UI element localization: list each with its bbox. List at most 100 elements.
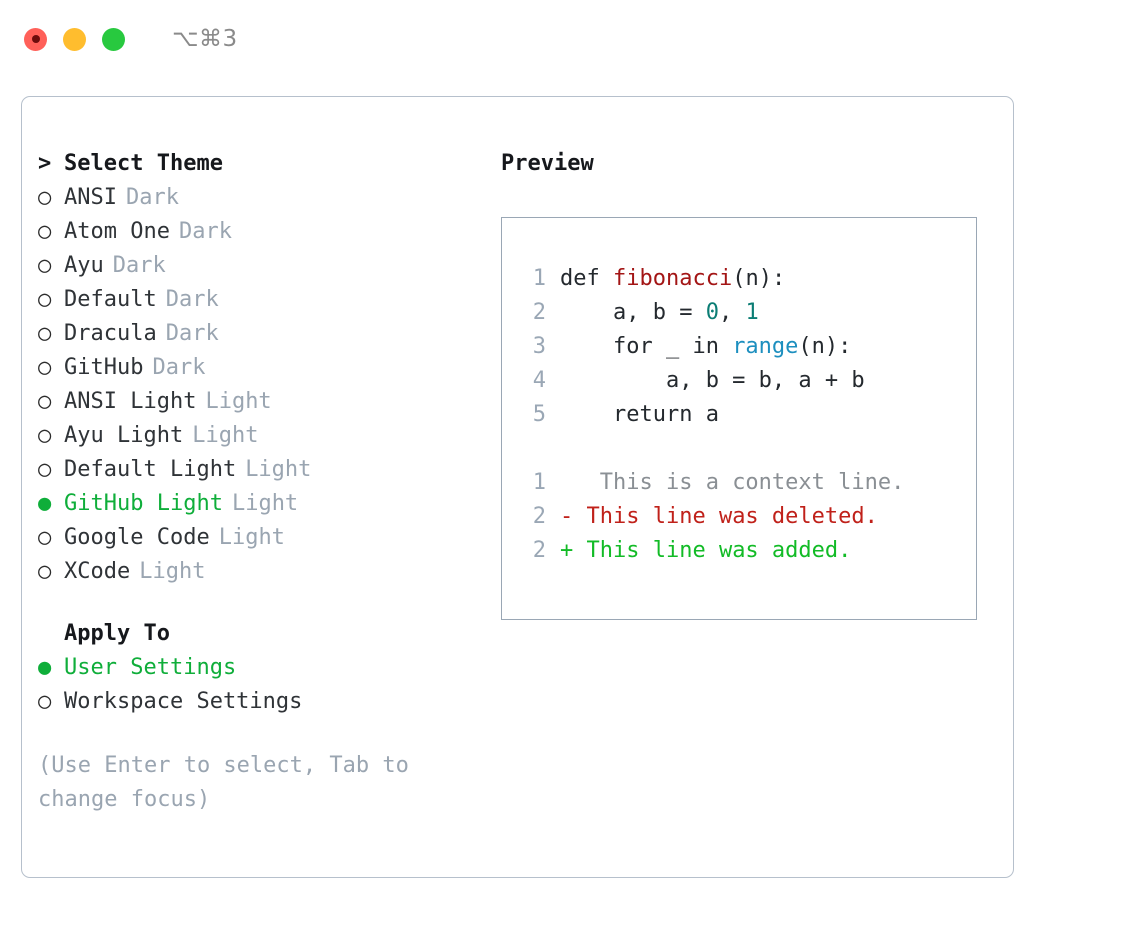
theme-option-label: Ayu Light (64, 423, 184, 448)
keyboard-shortcut-label: ⌥⌘3 (172, 26, 238, 52)
theme-option-github[interactable]: ○ GitHub Dark (38, 351, 488, 385)
line-number: 2 (532, 300, 546, 325)
theme-variant-tag: Dark (152, 355, 206, 380)
theme-option-default[interactable]: ○ Default Dark (38, 283, 488, 317)
radio-unselected-icon: ○ (38, 689, 52, 714)
theme-option-google-code[interactable]: ○ Google Code Light (38, 521, 488, 555)
theme-variant-tag: Dark (125, 185, 179, 210)
radio-unselected-icon: ○ (38, 287, 52, 312)
theme-variant-tag: Light (192, 423, 259, 448)
apply-to-option-workspace-settings[interactable]: ○ Workspace Settings (38, 685, 488, 719)
code-token: fibonacci (612, 266, 733, 291)
radio-unselected-icon: ○ (38, 389, 52, 414)
code-token: (n): (732, 266, 786, 291)
code-token: for _ in (560, 334, 733, 359)
maximize-button[interactable] (102, 27, 125, 51)
radio-unselected-icon: ○ (38, 355, 52, 380)
prompt-caret-icon: > (38, 151, 52, 176)
theme-option-label: Default Light (64, 457, 237, 482)
apply-to-list: ● User Settings ○ Workspace Settings (38, 651, 488, 719)
radio-unselected-icon: ○ (38, 559, 52, 584)
code-token: def (560, 266, 613, 291)
diff-sample: 1 This is a context line.2- This line wa… (520, 466, 976, 568)
code-line-text: return a (560, 398, 719, 432)
diff-line-text: This line was added. (573, 538, 852, 563)
code-line: 5 return a (520, 398, 976, 432)
diff-line-text: This is a context line. (573, 470, 905, 495)
radio-unselected-icon: ○ (38, 423, 52, 448)
theme-option-label: Atom One (64, 219, 170, 244)
theme-variant-tag: Light (245, 457, 312, 482)
radio-unselected-icon: ○ (38, 219, 52, 244)
line-number: 2 (532, 504, 546, 529)
keyboard-hint-text: (Use Enter to select, Tab to change focu… (38, 753, 409, 812)
select-theme-heading-label: Select Theme (64, 151, 223, 176)
code-line-text: def fibonacci(n): (560, 262, 785, 296)
preview-title: Preview (501, 151, 594, 176)
code-line-text: a, b = b, a + b (560, 364, 865, 398)
line-number: 3 (532, 334, 546, 359)
theme-option-label: Google Code (64, 525, 210, 550)
theme-option-label: Ayu (64, 253, 104, 278)
radio-unselected-icon: ○ (38, 185, 52, 210)
radio-unselected-icon: ○ (38, 525, 52, 550)
code-line-text: for _ in range(n): (560, 330, 851, 364)
line-number: 2 (532, 538, 546, 563)
apply-to-option-user-settings[interactable]: ● User Settings (38, 651, 488, 685)
select-theme-heading: > Select Theme (38, 147, 488, 181)
radio-unselected-icon: ○ (38, 321, 52, 346)
theme-option-ansi-light[interactable]: ○ ANSI Light Light (38, 385, 488, 419)
code-token: a, b = (560, 300, 706, 325)
radio-selected-icon: ● (38, 655, 52, 680)
line-number: 1 (532, 266, 546, 291)
title-bar: ⌥⌘3 (0, 0, 1140, 78)
code-line: 1 def fibonacci(n): (520, 262, 976, 296)
close-button[interactable] (24, 27, 47, 51)
code-line: 2 a, b = 0, 1 (520, 296, 976, 330)
theme-option-ayu-light[interactable]: ○ Ayu Light Light (38, 419, 488, 453)
theme-option-dracula[interactable]: ○ Dracula Dark (38, 317, 488, 351)
code-token: , (718, 300, 746, 325)
diff-line-text: This line was deleted. (573, 504, 878, 529)
theme-variant-tag: Light (231, 491, 299, 516)
theme-option-label: GitHub (64, 355, 144, 380)
code-diff-spacer (520, 432, 976, 466)
apply-to-option-label: Workspace Settings (64, 689, 303, 714)
apply-to-heading-label: Apply To (64, 621, 170, 646)
theme-variant-tag: Light (205, 389, 272, 414)
blank-marker-icon: ○ (38, 617, 64, 651)
radio-unselected-icon: ○ (38, 457, 52, 482)
code-token: (n): (798, 334, 852, 359)
line-number: 5 (532, 402, 546, 427)
section-spacer (38, 589, 488, 617)
apply-to-option-label: User Settings (64, 655, 237, 680)
apply-to-heading: ○ Apply To (38, 617, 488, 651)
diff-sign: - (560, 504, 574, 529)
diff-sign: + (560, 538, 574, 563)
theme-option-label: ANSI Light (64, 389, 197, 414)
code-line-text: a, b = 0, 1 (560, 296, 759, 330)
diff-line-del: 2- This line was deleted. (520, 500, 976, 534)
theme-variant-tag: Light (218, 525, 285, 550)
theme-option-label: Dracula (64, 321, 157, 346)
recording-indicator-icon (31, 35, 40, 43)
theme-variant-tag: Light (139, 559, 206, 584)
line-number: 4 (532, 368, 546, 393)
theme-option-label: Default (64, 287, 157, 312)
theme-option-default-light[interactable]: ○ Default Light Light (38, 453, 488, 487)
minimize-button[interactable] (63, 27, 86, 51)
code-token: return a (560, 402, 719, 427)
radio-selected-icon: ● (38, 491, 52, 516)
code-token: 0 (705, 300, 719, 325)
theme-variant-tag: Dark (165, 321, 219, 346)
theme-variant-tag: Dark (165, 287, 219, 312)
